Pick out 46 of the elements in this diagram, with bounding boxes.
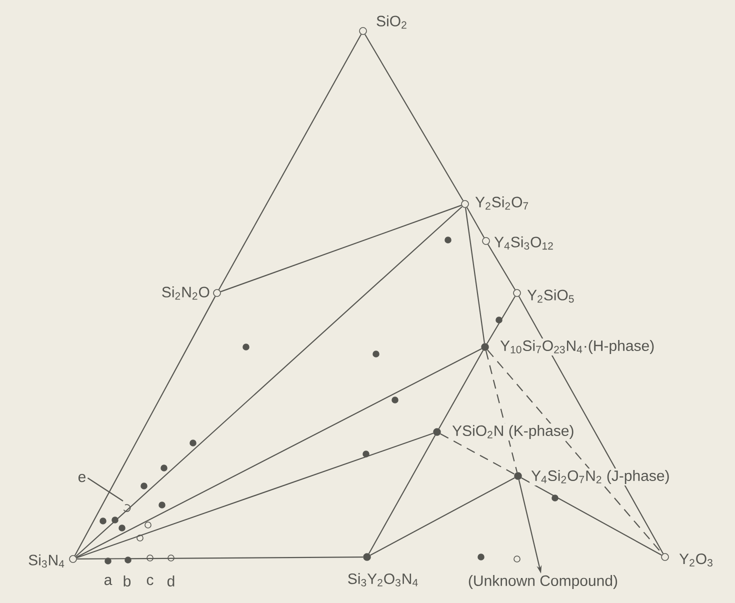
phase-point [513,289,521,297]
tie-line [518,296,664,554]
compound-label: Y$_{2}$SiO$_{5}$ [526,288,576,304]
tie-line [440,433,515,475]
phase-point [359,27,367,35]
node-label: (Unknown Compound) [466,574,620,590]
point-letter: d [167,576,174,586]
tie-line [74,296,216,556]
compound-label: Y$_{4}$Si$_{2}$O$_{7}$N$_{2}$ (J-phase) [530,468,672,486]
tie-line [370,477,515,556]
compound-label: Si$_{3}$N$_{4}$ [26,552,66,570]
phase-point [69,555,77,563]
compound-label: Y$_{4}$Si$_{3}$O$_{12}$ [492,234,556,252]
compound-label: Y$_{10}$Si$_{7}$O$_{23}$N$_{4}$·(H-phase) [498,338,656,356]
tie-line [76,432,434,558]
tie-line [76,348,482,558]
point-letter: a [104,576,112,586]
phase-point [433,428,441,436]
compound-label: Si$_{3}$Y$_{2}$O$_{3}$N$_{4}$ [346,572,420,588]
compound-label: Y$_{2}$Si$_{2}$O$_{7}$ [474,194,531,212]
tie-line [465,208,486,344]
tie-line [488,244,516,290]
tie-line [521,477,662,556]
tie-line [76,206,462,557]
tie-line [220,204,462,292]
phase-point [461,200,469,208]
compound-label: Y$_{2}$O$_{3}$ [678,552,715,568]
phase-point [213,289,221,297]
phase-point [661,553,669,561]
tie-line [466,207,485,238]
compound-label: YSiO$_{2}$N (K-phase) [450,424,576,440]
phase-point [481,343,489,351]
tie-line [486,296,516,344]
phase-point [363,553,371,561]
compound-label: SiO$_{2}$ [374,14,409,30]
tie-line [218,34,362,290]
point-letter: c [146,576,154,586]
tie-line [368,435,436,554]
tie-line [76,556,364,560]
tie-line [364,34,464,201]
point-letter: b [124,576,131,586]
leader-line [87,478,124,502]
phase-point [482,237,490,245]
compound-label: Si$_{2}$N$_{2}$O [160,284,212,302]
tie-line [438,350,484,429]
phase-point [514,472,522,480]
